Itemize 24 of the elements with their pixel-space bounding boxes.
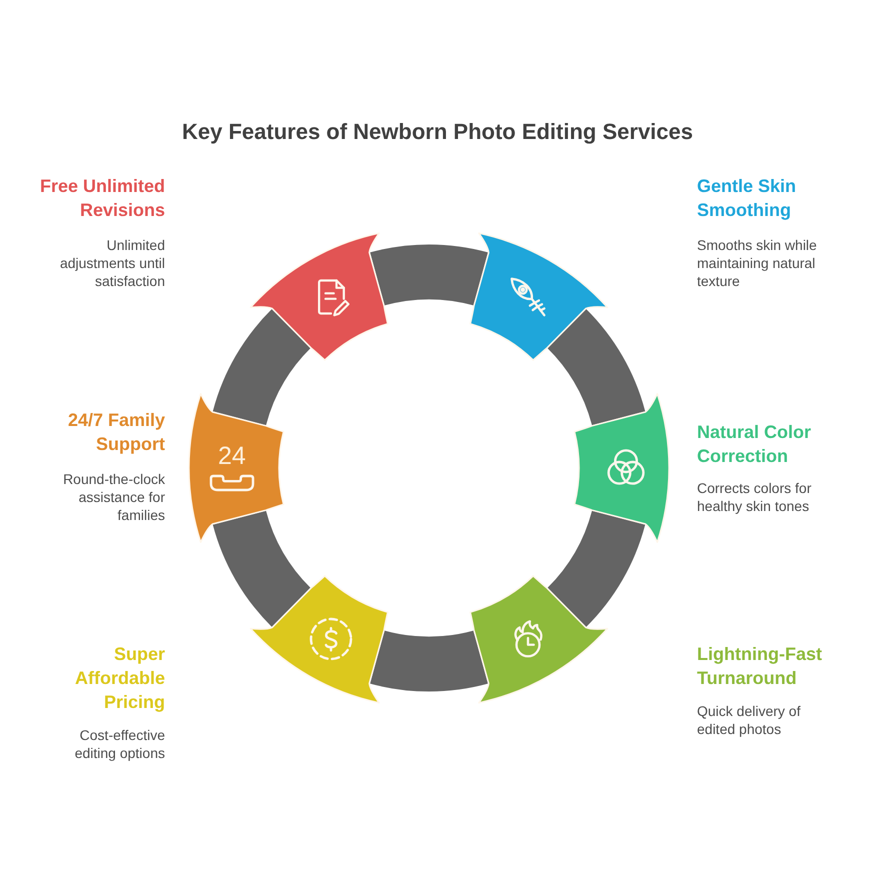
- ring-connector: [213, 509, 312, 626]
- ring-segment: [469, 574, 609, 704]
- ring-connector: [213, 310, 312, 427]
- ring-segment: [249, 574, 389, 704]
- ring-segment: [249, 232, 389, 362]
- feature-heading: Free Unlimited Revisions: [38, 175, 165, 222]
- feature-heading: Lightning-Fast Turnaround: [697, 643, 823, 690]
- feature-heading: Super Affordable Pricing: [74, 643, 165, 714]
- feature-description: Round-the-clock assistance for families: [62, 470, 165, 524]
- ring-connector: [546, 509, 645, 626]
- feature-description: Corrects colors for healthy skin tones: [697, 479, 812, 515]
- feature-heading: Natural Color Correction: [697, 421, 812, 468]
- ring-segment: [188, 392, 285, 544]
- ring-segment: [469, 232, 609, 362]
- feature-description: Smooths skin while maintaining natural texture: [697, 236, 818, 290]
- feature-heading: 24/7 Family Support: [66, 409, 165, 456]
- feature-description: Quick delivery of edited photos: [697, 702, 802, 738]
- diagram-title: Key Features of Newborn Photo Editing Services: [182, 118, 693, 146]
- feature-heading: Gentle Skin Smoothing: [697, 175, 798, 222]
- ring-segment: [573, 392, 670, 544]
- feature-description: Cost-effective editing options: [74, 726, 165, 762]
- ring-connector: [546, 310, 645, 427]
- feature-description: Unlimited adjustments until satisfaction: [58, 236, 165, 290]
- segment-number: 24: [218, 443, 246, 469]
